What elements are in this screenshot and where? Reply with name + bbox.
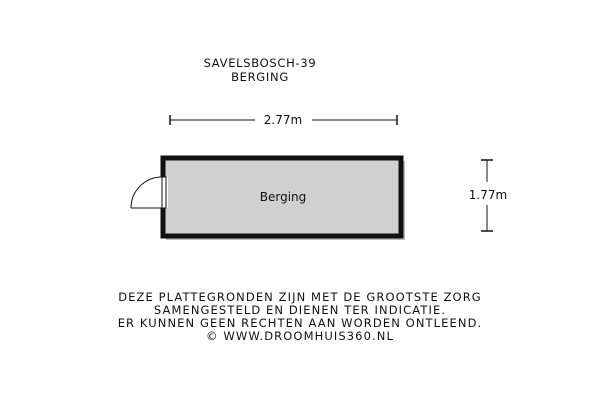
door-frame (161, 176, 167, 209)
room-label: Berging (260, 190, 307, 204)
disclaimer: DEZE PLATTEGRONDEN ZIJN MET DE GROOTSTE … (0, 291, 600, 343)
height-label: 1.77m (469, 188, 507, 202)
width-label: 2.77m (264, 113, 302, 127)
disclaimer-line-1: DEZE PLATTEGRONDEN ZIJN MET DE GROOTSTE … (118, 290, 482, 304)
height-dimension: 1.77m (469, 159, 507, 232)
plan-subtitle: BERGING (231, 70, 289, 84)
address-title: SAVELSBOSCH-39 (203, 56, 317, 70)
copyright-line: © WWW.DROOMHUIS360.NL (206, 329, 394, 343)
plan-header: SAVELSBOSCH-39 BERGING (0, 56, 520, 84)
room-berging (160, 155, 404, 239)
disclaimer-line-3: ER KUNNEN GEEN RECHTEN AAN WORDEN ONTLEE… (117, 316, 483, 330)
disclaimer-line-2: SAMENGESTELD EN DIENEN TER INDICATIE. (153, 303, 447, 317)
door-swing (130, 176, 163, 209)
width-dimension: 2.77m (169, 113, 398, 127)
